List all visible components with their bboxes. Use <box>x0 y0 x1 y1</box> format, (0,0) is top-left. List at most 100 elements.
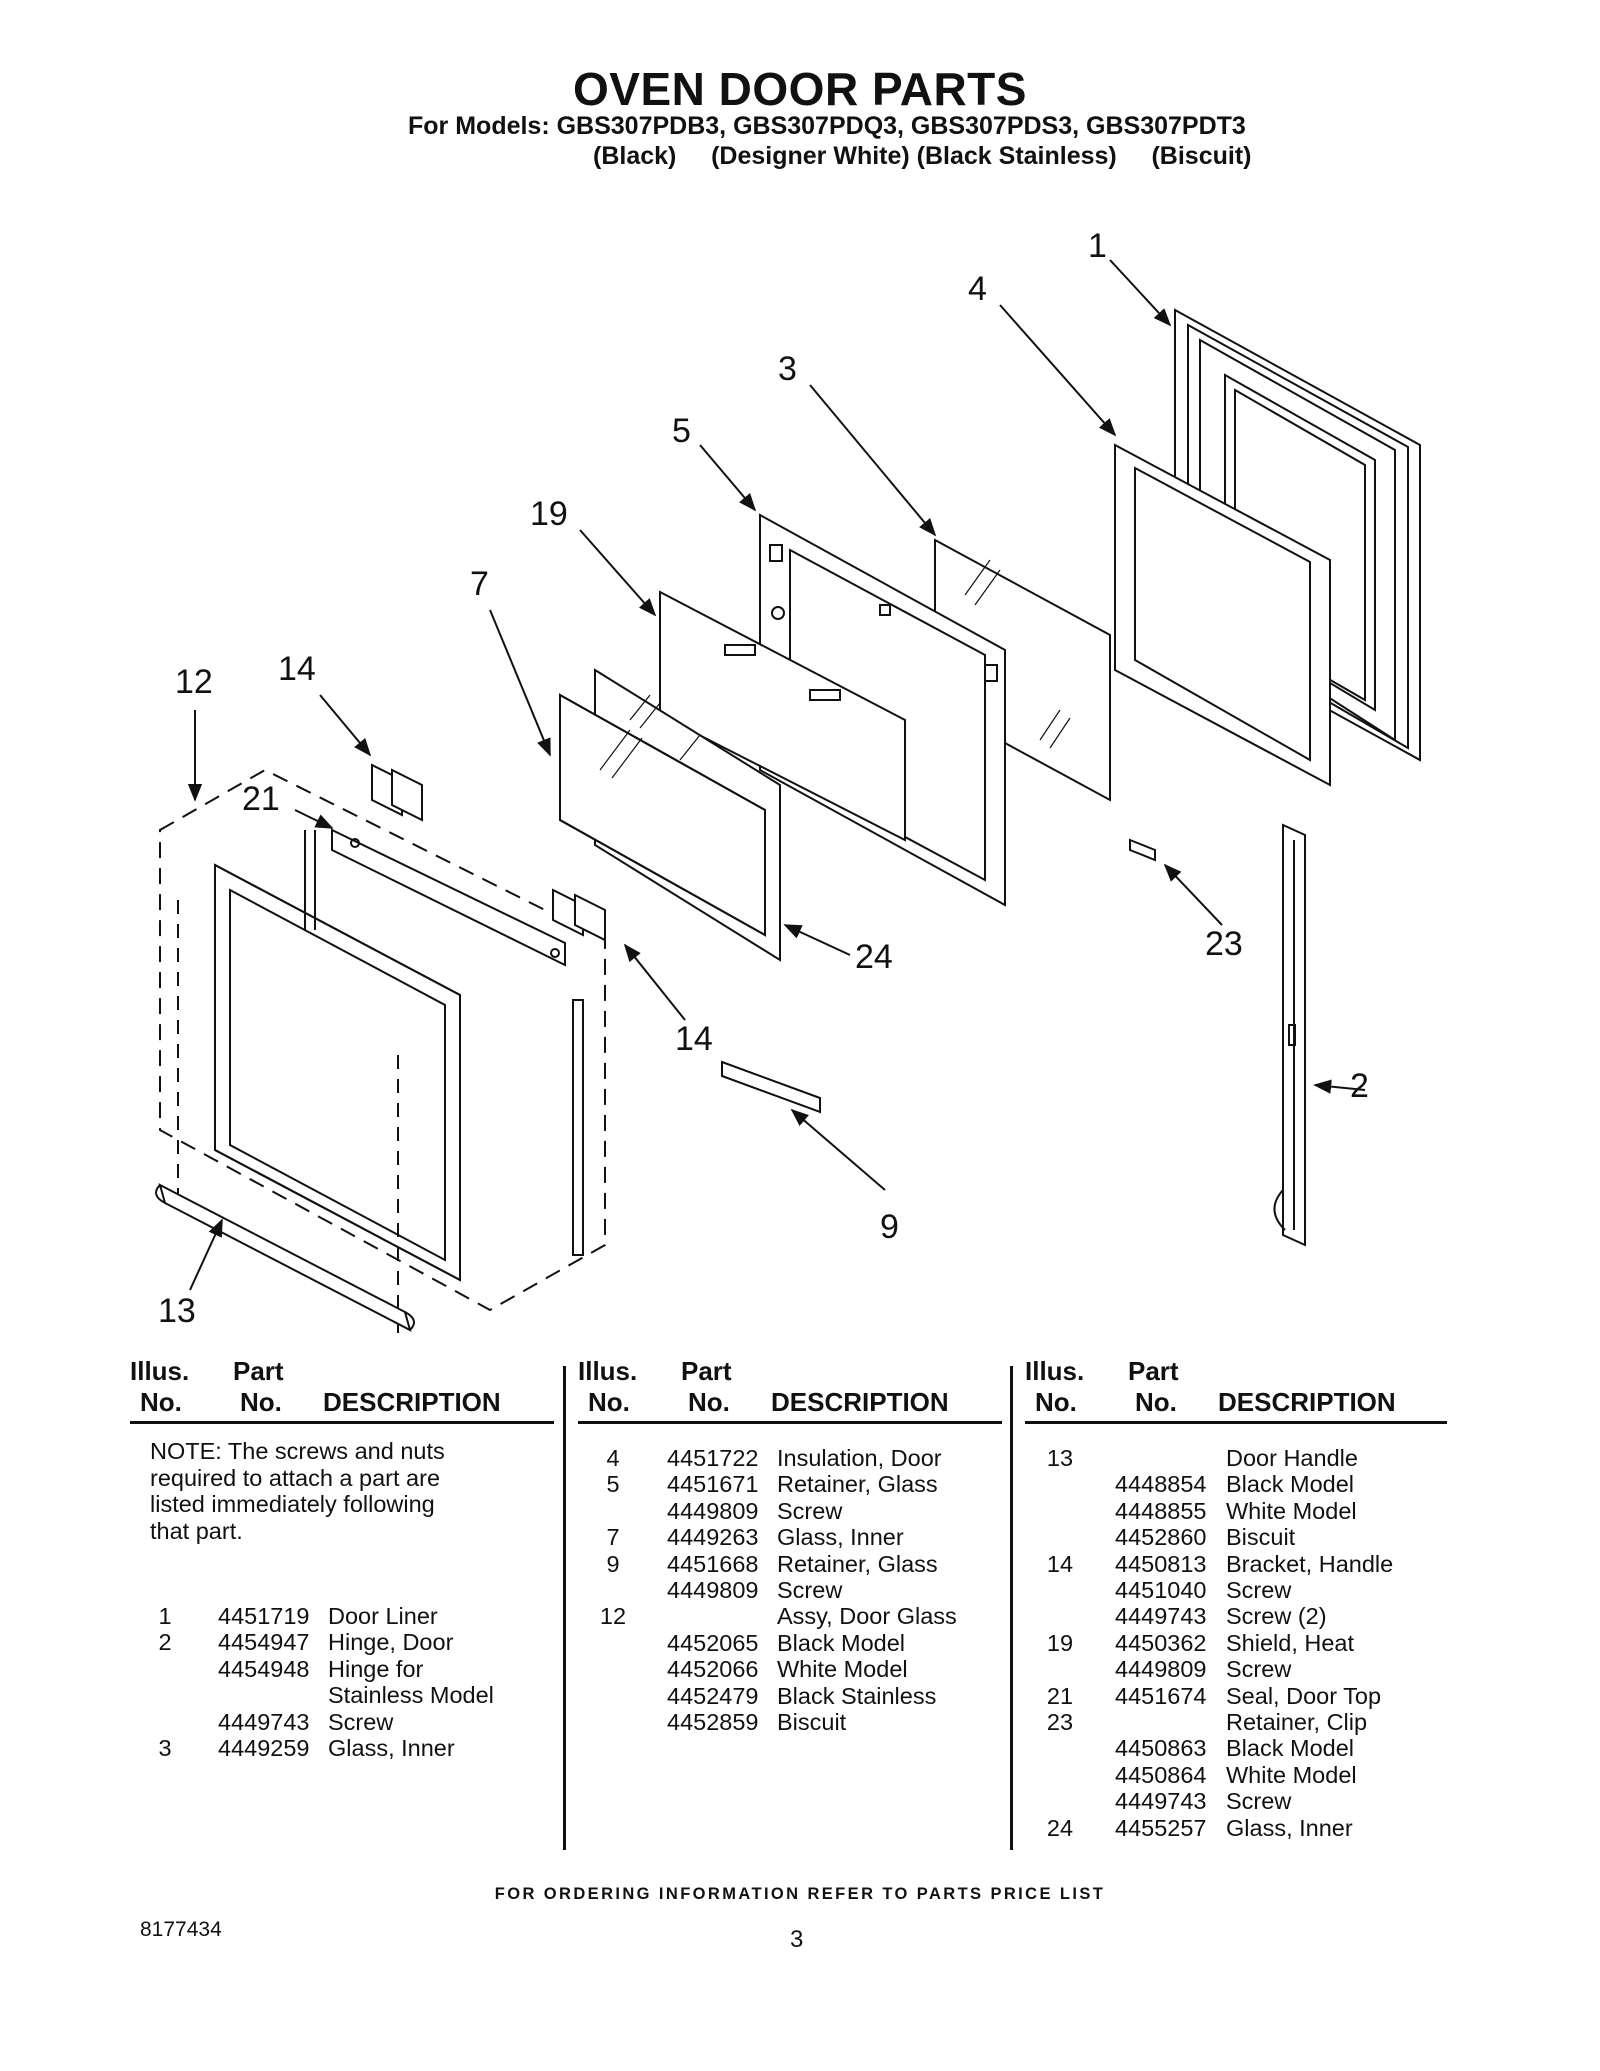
part-number: 4450863 <box>1115 1735 1207 1762</box>
part-number: 4451668 <box>667 1550 759 1577</box>
col3-no-header: No. <box>1035 1387 1077 1417</box>
callout-13: 13 <box>158 1292 196 1330</box>
part-description: Black Model <box>1226 1471 1354 1498</box>
part-description: Glass, Inner <box>1226 1814 1353 1841</box>
part-description: Screw <box>777 1577 843 1603</box>
part-description: Screw <box>777 1497 843 1524</box>
illus-number: 2 <box>158 1629 172 1656</box>
part-description: Black Model <box>777 1629 905 1656</box>
table-note: NOTE: The screws and nuts required to at… <box>150 1438 445 1544</box>
callout-12: 12 <box>175 663 213 701</box>
part-number: 4448855 <box>1115 1497 1207 1524</box>
part-number: 4449809 <box>667 1497 759 1524</box>
part-description: White Model <box>1226 1761 1357 1788</box>
col3-illus-header: Illus. <box>1025 1356 1085 1386</box>
part-description: Retainer, Glass <box>777 1471 938 1498</box>
colors-line: (Black) (Designer White) (Black Stainles… <box>593 142 1252 170</box>
door-insulation-part <box>1114 443 1331 787</box>
col3-header-rule <box>1025 1421 1447 1424</box>
part-description: Biscuit <box>1226 1524 1296 1551</box>
part-number: 4451719 <box>218 1603 310 1629</box>
callout-24: 24 <box>855 938 893 976</box>
part-description: Hinge, Door <box>328 1629 454 1656</box>
col1-partno-header: No. <box>240 1387 282 1417</box>
part-number: 4449809 <box>667 1577 759 1603</box>
part-number: 4449259 <box>218 1735 310 1761</box>
col3-part-header: Part <box>1128 1356 1179 1386</box>
callout-3: 3 <box>778 350 797 388</box>
part-description: White Model <box>777 1656 908 1683</box>
illus-number: 4 <box>606 1445 620 1471</box>
callout-14a: 14 <box>278 650 316 688</box>
column-divider-1 <box>563 1366 566 1850</box>
part-description: Hinge for <box>328 1655 424 1682</box>
part-number: 4455257 <box>1115 1814 1207 1841</box>
part-number: 4449809 <box>1115 1656 1207 1683</box>
part-description: Seal, Door Top <box>1226 1682 1382 1709</box>
part-description: Retainer, Clip <box>1226 1709 1368 1735</box>
models-line: For Models: GBS307PDB3, GBS307PDQ3, GBS3… <box>408 112 1246 140</box>
part-description: Screw <box>1226 1788 1292 1815</box>
part-number: 4450362 <box>1115 1629 1207 1656</box>
part-description: Door Handle <box>1226 1445 1358 1471</box>
illus-number: 9 <box>606 1550 620 1577</box>
callout-5: 5 <box>672 412 691 450</box>
col3-description-header: DESCRIPTION <box>1218 1387 1396 1417</box>
part-number: 4450813 <box>1115 1550 1207 1577</box>
col1-part-header: Part <box>233 1356 284 1386</box>
col2-header-rule <box>578 1421 1002 1424</box>
part-number: 4450864 <box>1115 1761 1207 1788</box>
part-description: Stainless Model <box>328 1682 494 1709</box>
callout-21: 21 <box>242 780 280 818</box>
part-description: Glass, Inner <box>777 1524 904 1551</box>
part-description: Screw <box>328 1708 394 1735</box>
part-description: Screw <box>1226 1577 1292 1603</box>
col1-header-rule <box>130 1421 554 1424</box>
part-number: 4452479 <box>667 1682 759 1709</box>
callout-7: 7 <box>470 565 489 603</box>
callout-9: 9 <box>880 1208 899 1246</box>
illus-number: 3 <box>158 1735 172 1761</box>
hinge-door-2-part <box>1273 823 1306 1247</box>
heat-shield-19-part <box>659 590 906 842</box>
callout-14b: 14 <box>675 1020 713 1058</box>
part-description: Glass, Inner <box>328 1735 455 1761</box>
illus-number: 21 <box>1046 1682 1074 1709</box>
callout-1: 1 <box>1088 227 1107 265</box>
col1-description-header: DESCRIPTION <box>323 1387 501 1417</box>
col2-description-header: DESCRIPTION <box>771 1387 949 1417</box>
part-number: 4454947 <box>218 1629 310 1656</box>
col1-illus-header: Illus. <box>130 1356 190 1386</box>
col1-no-header: No. <box>140 1387 182 1417</box>
column-divider-2 <box>1010 1366 1013 1850</box>
illus-number: 13 <box>1046 1445 1074 1471</box>
part-number: 4452860 <box>1115 1524 1207 1551</box>
part-description: Black Model <box>1226 1735 1354 1762</box>
callout-23: 23 <box>1205 925 1243 963</box>
part-description: Shield, Heat <box>1226 1629 1355 1656</box>
seal-door-top-21-part <box>331 828 566 967</box>
part-description: Screw (2) <box>1226 1603 1327 1630</box>
illus-number: 23 <box>1046 1709 1074 1735</box>
illus-number: 5 <box>606 1471 620 1498</box>
bracket-handle-14b-part <box>552 888 606 942</box>
part-number: 4452859 <box>667 1709 759 1735</box>
retainer-clip-23-part <box>1129 838 1156 862</box>
col3-partno-header: No. <box>1135 1387 1177 1417</box>
part-number: 4451722 <box>667 1445 759 1471</box>
callout-19: 19 <box>530 495 568 533</box>
part-description: Black Stainless <box>777 1682 937 1709</box>
col2-illus-header: Illus. <box>578 1356 638 1386</box>
page-title: OVEN DOOR PARTS <box>573 63 1027 115</box>
glass-inner-7-part <box>559 693 766 937</box>
page-number: 3 <box>790 1926 804 1953</box>
part-number: 4448854 <box>1115 1471 1207 1498</box>
part-description: White Model <box>1226 1497 1357 1524</box>
exploded-parts-diagram: 1 4 3 5 19 7 12 14 21 24 14 23 2 9 13 <box>155 227 1421 1335</box>
part-number: 4452066 <box>667 1656 759 1683</box>
ordering-info-footer: FOR ORDERING INFORMATION REFER TO PARTS … <box>494 1885 1106 1903</box>
col2-no-header: No. <box>588 1387 630 1417</box>
callout-2: 2 <box>1350 1067 1369 1105</box>
part-number: 4451040 <box>1115 1577 1207 1603</box>
part-number: 4449743 <box>1115 1603 1207 1630</box>
